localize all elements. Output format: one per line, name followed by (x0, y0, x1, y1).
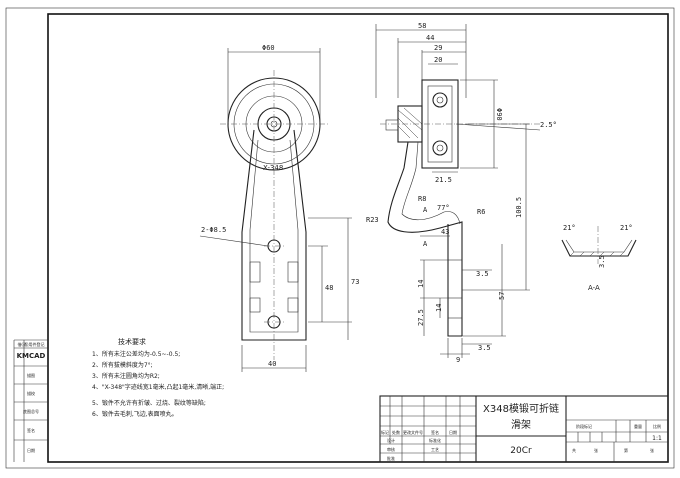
front-view: X-348 Φ60 2-Φ8.5 40 48 73 (199, 44, 359, 372)
dim-44: 44 (426, 34, 434, 42)
material: 20Cr (510, 446, 532, 456)
dim-40: 40 (268, 360, 276, 368)
dim-21deg-b: 21° (620, 224, 633, 232)
dim-r6: R6 (477, 208, 485, 216)
dim-21-5: 21.5 (435, 176, 452, 184)
tb-label: 工艺 (431, 447, 439, 452)
section-mark-a: A (423, 206, 428, 214)
dim-9: 9 (456, 356, 460, 364)
dim-3-5-b: 3.5 (478, 344, 491, 352)
dim-hole: 2-Φ8.5 (201, 226, 226, 234)
dim-20: 20 (434, 56, 442, 64)
outer-border (5, 7, 675, 469)
section-label: A-A (588, 284, 600, 292)
dim-77: 77° (437, 204, 450, 212)
left-strip-label: 描图 (27, 372, 35, 378)
scale-value: 1:1 (652, 435, 662, 442)
tb-label: 更改文件号 (403, 429, 423, 435)
dim-3-5-a: 3.5 (476, 270, 489, 278)
dim-100-5: 100.5 (515, 197, 523, 218)
left-strip-label: 底图总号 (23, 408, 39, 414)
notes-heading: 技术要求 (118, 337, 146, 346)
tb-label: 阶段标记 (576, 423, 592, 429)
tb-label: 标记 (381, 429, 389, 435)
dim-43: 43 (441, 228, 449, 236)
tb-label: 共 (572, 447, 576, 453)
tb-label: 设计 (387, 437, 395, 443)
drawing-title: X348模锻可折链 (483, 402, 559, 415)
tb-label: 日期 (449, 429, 457, 435)
tb-label: 标准化 (429, 437, 441, 443)
inner-border (47, 13, 669, 463)
dim-57: 57 (498, 292, 506, 300)
dim-r8: R8 (418, 195, 426, 203)
left-strip-label: 描校 (27, 390, 35, 396)
tb-label: 张 (650, 447, 654, 453)
left-strip-label: 借(通)用件登记 (17, 341, 44, 347)
note-item: 5、锻件不允许有折皱、过烧、裂纹等缺陷; (92, 399, 206, 407)
dim-21deg-a: 21° (563, 224, 576, 232)
kmcad-stamp: KMCAD (17, 352, 46, 360)
title-block: 标记 处数 更改文件号 签名 日期 设计 标准化 审核 工艺 批准 X348模锻… (379, 395, 669, 463)
note-item: 4、"X-348"字迹线宽1毫米,凸起1毫米,清晰,端正; (92, 383, 224, 391)
note-item: 1、所有未注公差均为-0.5~-0.5; (92, 350, 180, 358)
note-item: 3、所有未注圆角均为R2; (92, 372, 160, 380)
left-strip-label: 签名 (27, 427, 35, 433)
side-view: 58 44 29 20 2.5° Φ90 21.5 (366, 22, 557, 364)
dim-58: 58 (418, 22, 426, 30)
dim-angle: 2.5° (540, 121, 557, 129)
dim-phi90: Φ90 (495, 108, 503, 121)
part-label: X-348 (263, 164, 283, 172)
left-strip: 借(通)用件登记 KMCAD 描图 描校 底图总号 签名 日期 (13, 339, 48, 462)
tb-label: 比例 (653, 423, 661, 429)
tb-label: 批准 (387, 455, 395, 461)
tb-label: 第 (624, 447, 628, 453)
tb-label: 审核 (387, 446, 395, 452)
section-a-a: 21° 21° 3.5 A-A (561, 224, 637, 292)
dim-29: 29 (434, 44, 442, 52)
left-strip-label: 日期 (27, 447, 35, 453)
dim-48: 48 (325, 284, 333, 292)
dim-14-a: 14 (417, 280, 425, 288)
dim-14-b: 14 (435, 304, 443, 312)
dim-3-5-section: 3.5 (598, 255, 606, 268)
section-mark-a: A (423, 240, 428, 248)
dim-73: 73 (351, 278, 359, 286)
note-item: 6、锻件去毛刺,飞边,表面喷丸。 (92, 410, 178, 418)
tb-label: 张 (594, 447, 598, 453)
tb-label: 签名 (431, 429, 439, 435)
tb-label: 重量 (634, 423, 642, 429)
note-item: 2、所有拔模斜度为7°; (92, 361, 153, 369)
dim-r23: R23 (366, 216, 379, 224)
tb-label: 处数 (392, 429, 400, 435)
technical-notes: 技术要求 1、所有未注公差均为-0.5~-0.5; 2、所有拔模斜度为7°; 3… (92, 337, 224, 418)
dim-27-5: 27.5 (417, 309, 425, 326)
drawing-title-line2: 滑架 (511, 419, 531, 431)
dim-phi60: Φ60 (262, 44, 275, 52)
